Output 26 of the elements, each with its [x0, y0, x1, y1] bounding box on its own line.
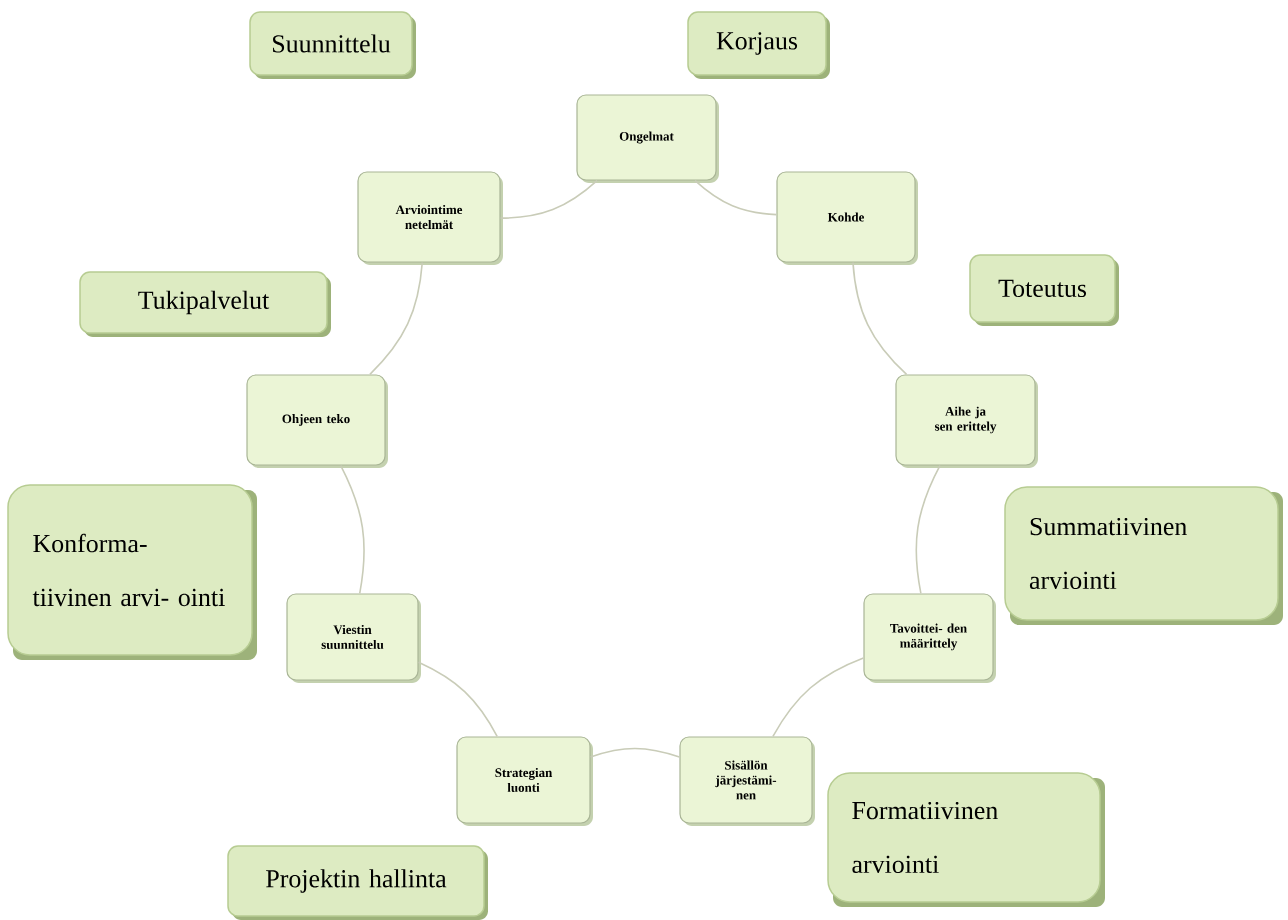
phase-box: Korjaus — [687, 11, 830, 79]
process-box: Sisällön järjestämi- nen — [679, 736, 815, 826]
phase-box: Summatiivinen arviointi — [1004, 486, 1283, 625]
phase-box: Formatiivinen arviointi — [827, 772, 1105, 907]
connector-arc — [499, 179, 598, 219]
process-box: Aihe ja sen erittely — [895, 374, 1038, 468]
connector-arc — [369, 261, 424, 376]
phase-box: Tukipalvelut — [79, 271, 331, 337]
process-box: Kohde — [776, 171, 918, 265]
connector-arc — [589, 747, 681, 758]
connector-arc — [772, 657, 865, 738]
phase-box: Projektin hallinta — [227, 845, 488, 920]
connector-arc — [852, 261, 908, 376]
phase-box: Konforma- tiivinen arvi- ointi — [7, 484, 257, 660]
phase-box: Suunnittelu — [249, 11, 416, 79]
connector-arc — [915, 464, 941, 595]
phase-box: Toteutus — [969, 254, 1119, 326]
process-box: Strategian luonti — [456, 736, 593, 826]
process-box: Ongelmat — [576, 94, 719, 183]
connector-arc — [339, 464, 365, 595]
connector-arc — [694, 179, 778, 216]
connector-arc — [417, 661, 498, 738]
process-box: Arviointime netelmät — [357, 171, 503, 265]
process-box: Tavoittei- den määrittely — [863, 593, 996, 683]
process-box: Viestin suunnittelu — [286, 593, 421, 683]
process-box: Ohjeen teko — [246, 374, 388, 468]
